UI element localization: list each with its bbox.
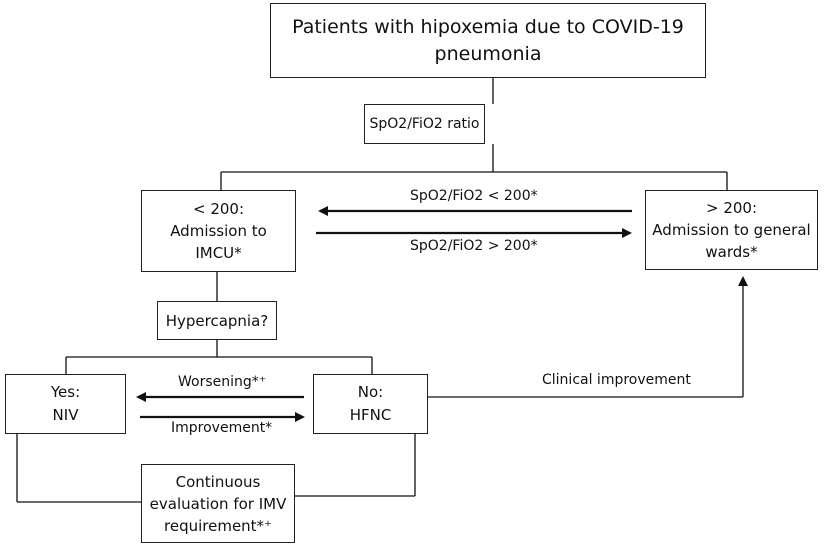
imcu-box: < 200: Admission to IMCU*: [141, 190, 296, 272]
imcu-line2: Admission to: [170, 222, 267, 240]
wards-line1: > 200:: [705, 199, 758, 217]
wards-line2: Admission to general: [652, 221, 811, 239]
hfnc-line1: No:: [357, 383, 384, 401]
hypercapnia-label: Hypercapnia?: [165, 311, 269, 330]
label-clinical-improvement: Clinical improvement: [542, 372, 691, 388]
continuous-line3: requirement*⁺: [164, 516, 272, 535]
label-to-imcu: SpO2/FiO2 < 200*: [410, 188, 538, 204]
continuous-line2: evaluation for IMV: [149, 494, 287, 513]
continuous-line1: Continuous: [175, 472, 261, 491]
wards-line3: wards*: [705, 243, 758, 261]
hfnc-box: No: HFNC: [313, 374, 428, 434]
ratio-label: SpO2/FiO2 ratio: [369, 116, 480, 132]
hypercapnia-box: Hypercapnia?: [157, 301, 277, 340]
niv-line2: NIV: [52, 406, 79, 424]
patients-line1: Patients with hipoxemia due to COVID-19: [292, 15, 684, 38]
niv-line1: Yes:: [50, 383, 81, 401]
niv-box: Yes: NIV: [5, 374, 126, 434]
patients-line2: pneumonia: [434, 42, 542, 65]
wards-box: > 200: Admission to general wards*: [645, 190, 818, 270]
imcu-line1: < 200:: [192, 200, 245, 218]
label-improvement: Improvement*: [171, 420, 273, 436]
ratio-box: SpO2/FiO2 ratio: [364, 104, 485, 144]
label-worsening: Worsening*⁺: [178, 374, 267, 390]
hfnc-line2: HFNC: [349, 406, 392, 424]
continuous-box: Continuous evaluation for IMV requiremen…: [141, 464, 295, 543]
imcu-line3: IMCU*: [195, 244, 242, 262]
patients-box: Patients with hipoxemia due to COVID-19 …: [270, 3, 706, 78]
label-to-wards: SpO2/FiO2 > 200*: [410, 238, 538, 254]
